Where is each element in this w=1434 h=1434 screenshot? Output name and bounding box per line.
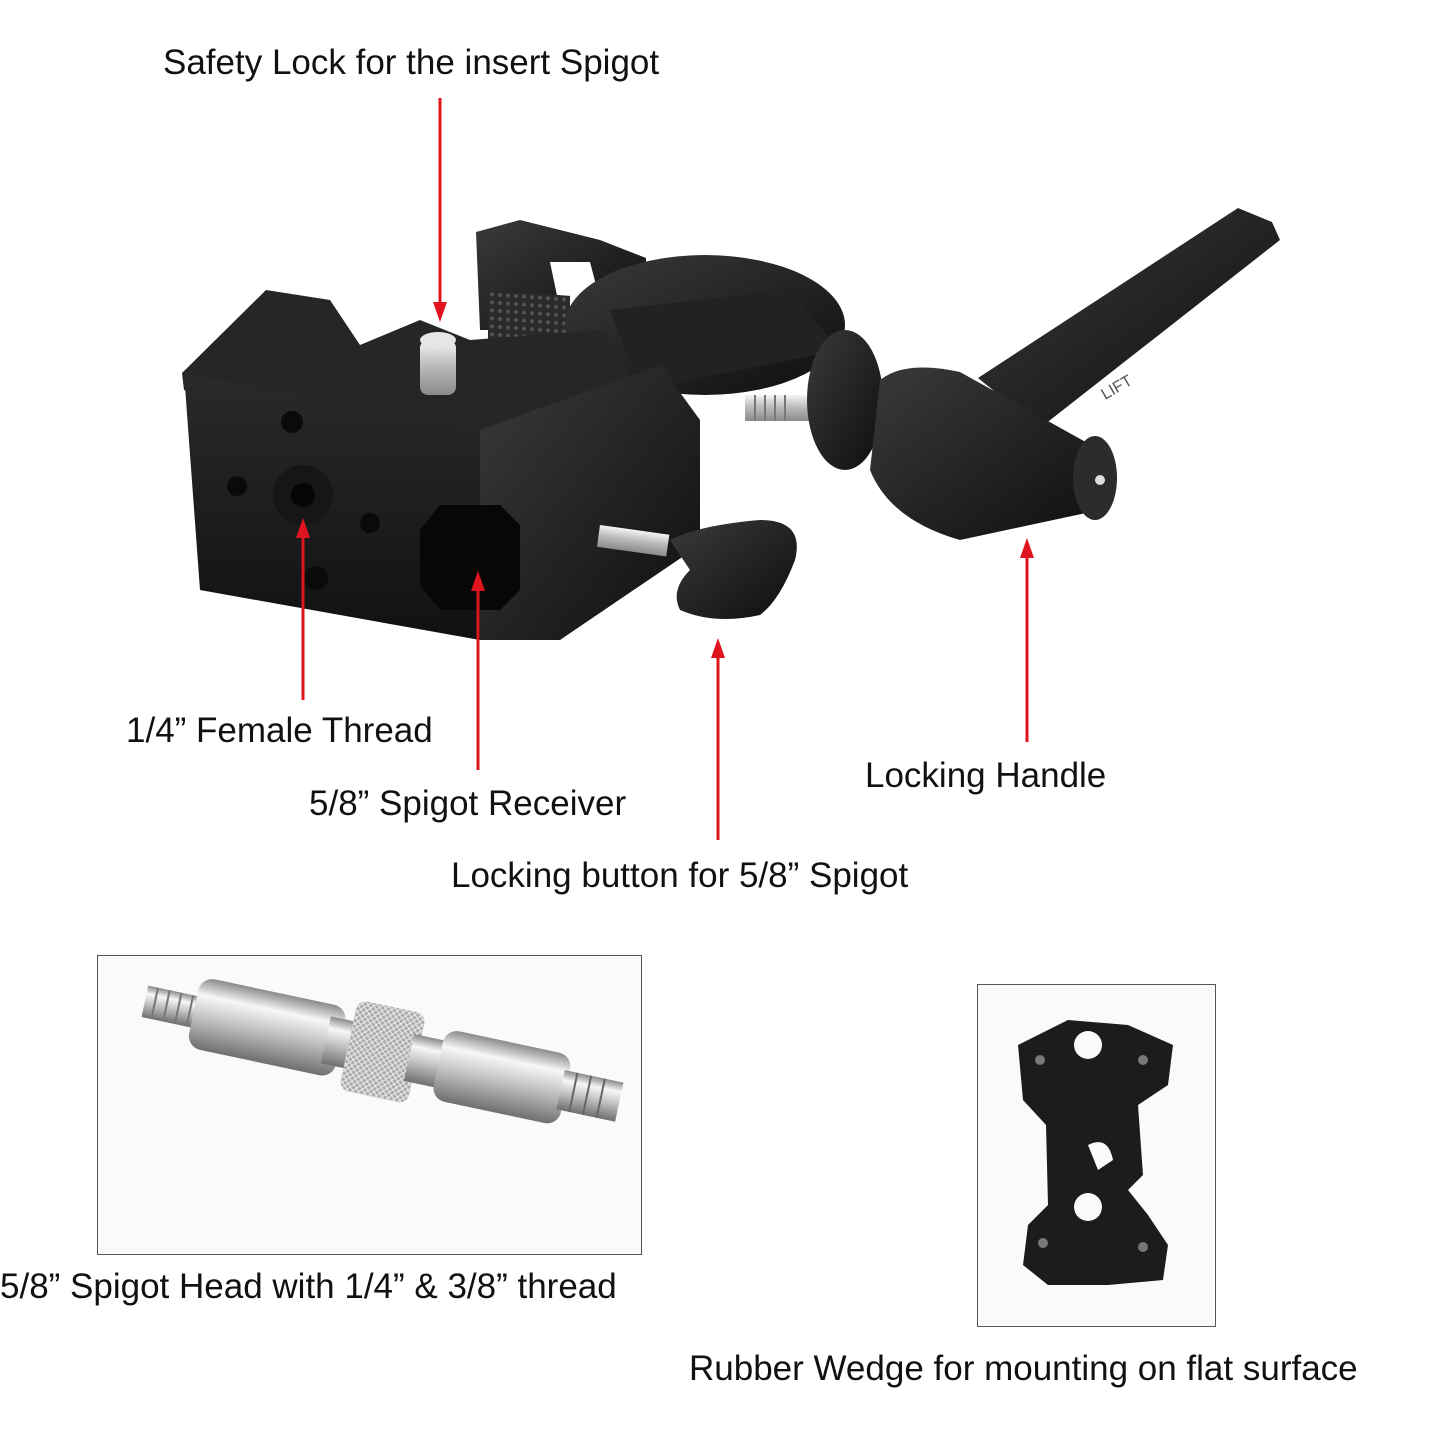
label-locking-button: Locking button for 5/8” Spigot [451,856,909,895]
label-female-thread: 1/4” Female Thread [126,711,433,750]
spigot-head-image [141,979,624,1124]
upper-jaw [476,220,845,395]
rubber-wedge-image [1018,1020,1173,1285]
clamp-body [182,290,700,640]
callout-arrows [296,98,1034,840]
label-locking-handle: Locking Handle [865,756,1107,795]
label-spigot-head: 5/8” Spigot Head with 1/4” & 3/8” thread [0,1267,617,1306]
arrow-safety-lock-head [433,302,447,322]
arrow-locking-handle-head [1020,538,1034,558]
rubber-wedge-inset [977,984,1216,1327]
safety-lock-pin [420,332,456,395]
spigot-head-inset [97,955,642,1255]
locking-handle-knob [870,367,1117,540]
threaded-screw [745,330,883,470]
arrow-female-thread-head [296,518,310,538]
handle-lever: LIFT [978,208,1280,428]
label-rubber-wedge: Rubber Wedge for mounting on flat surfac… [689,1349,1358,1388]
arrow-spigot-receiver-head [471,571,485,591]
locking-button [596,520,797,619]
arrow-locking-button-head [711,638,725,658]
label-safety-lock: Safety Lock for the insert Spigot [163,43,660,82]
label-spigot-receiver: 5/8” Spigot Receiver [309,784,627,823]
